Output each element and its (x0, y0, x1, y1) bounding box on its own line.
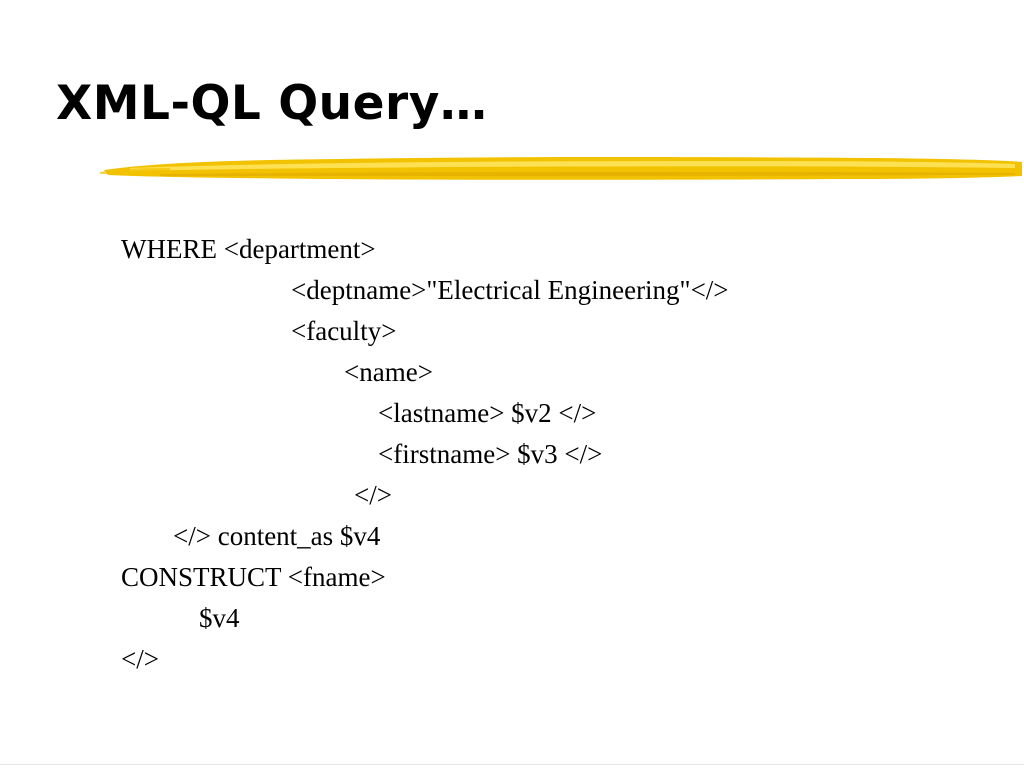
code-line-10: $v4 (199, 603, 240, 633)
code-line-7: </> (354, 480, 392, 510)
brushstroke-highlight (130, 161, 1015, 171)
bottom-divider (0, 764, 1024, 765)
code-line-11: </> (121, 644, 159, 674)
code-line-9: CONSTRUCT <fname> (121, 562, 386, 592)
code-line-6: <firstname> $v3 </> (378, 439, 603, 469)
slide-title: XML-QL Query… (56, 76, 488, 131)
code-line-5: <lastname> $v2 </> (378, 398, 597, 428)
brushstroke-tail (100, 168, 170, 174)
code-line-8: </> content_as $v4 (173, 521, 381, 551)
code-line-4: <name> (344, 357, 433, 387)
code-line-3: <faculty> (291, 316, 397, 346)
code-line-1: WHERE <department> (121, 234, 376, 264)
code-line-2: <deptname>"Electrical Engineering"</> (291, 275, 729, 305)
title-underline-brushstroke (100, 157, 1022, 180)
brushstroke-streak (160, 172, 1015, 176)
